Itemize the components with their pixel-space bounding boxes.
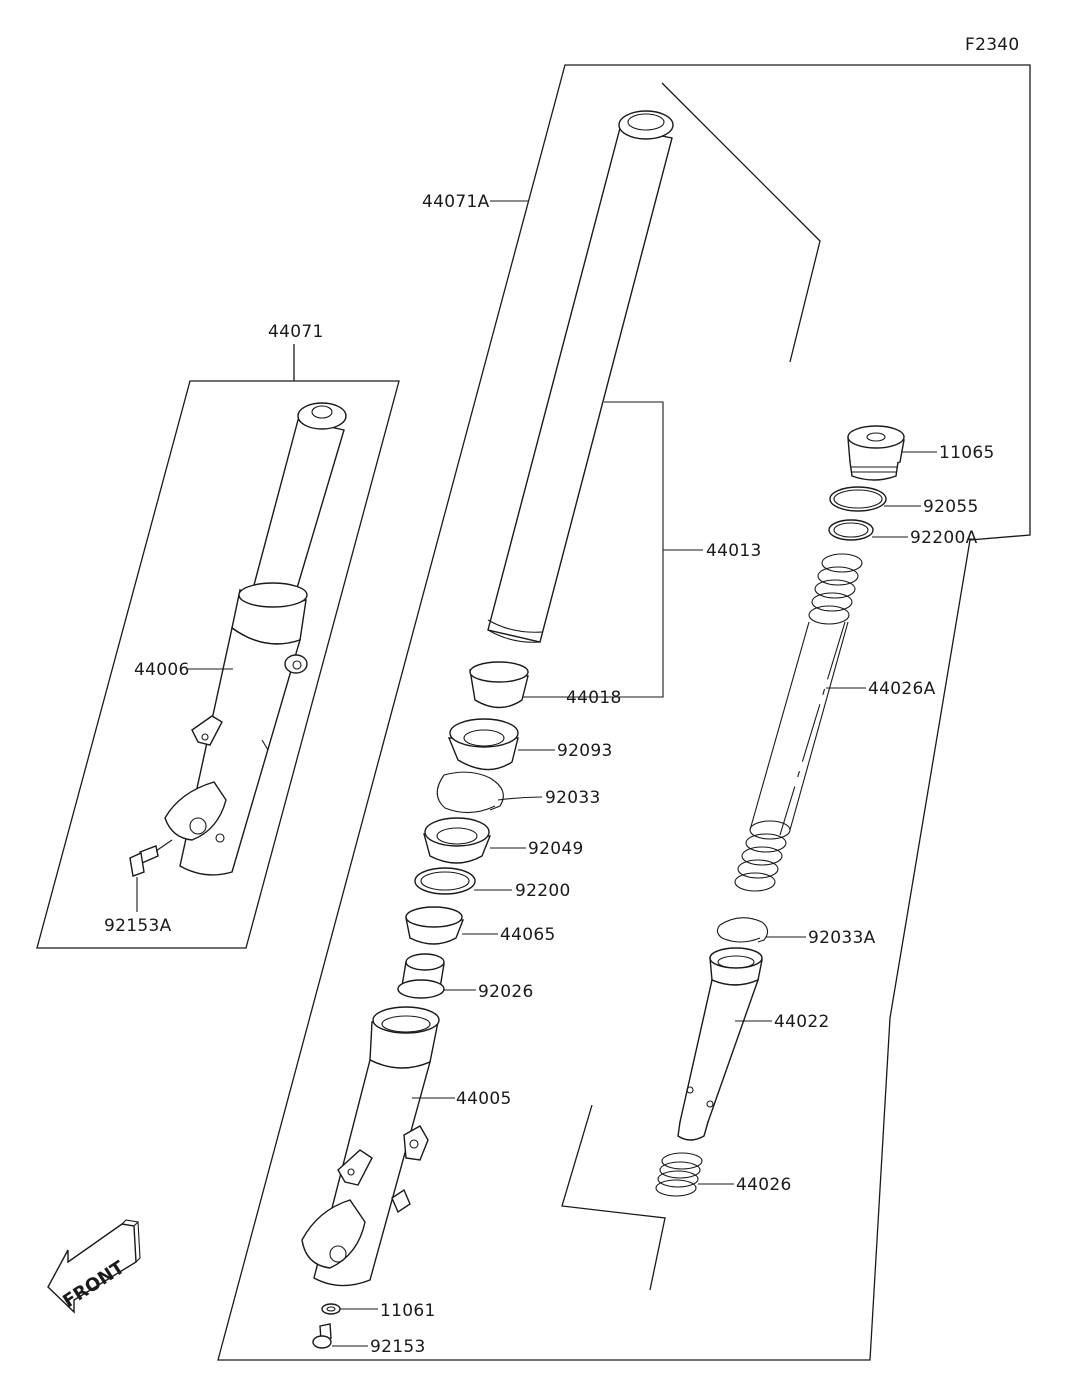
oil-seal-92049 <box>423 817 492 864</box>
label-11065: 11065 <box>939 443 995 463</box>
label-44018: 44018 <box>566 688 622 708</box>
circlip-92033A <box>716 917 769 943</box>
washer-92200 <box>414 867 476 895</box>
label-11061: 11061 <box>380 1301 436 1321</box>
label-44006: 44006 <box>134 660 190 680</box>
washer-11061 <box>321 1303 341 1315</box>
label-92055: 92055 <box>923 497 979 517</box>
label-92033A: 92033A <box>808 928 876 948</box>
fork-tube-44006 <box>164 402 347 876</box>
label-92200: 92200 <box>515 881 571 901</box>
label-92033: 92033 <box>545 788 601 808</box>
label-92153: 92153 <box>370 1337 426 1357</box>
assembly-44071A: 44071A <box>217 64 1031 1361</box>
bolt-92153A <box>129 839 173 877</box>
inner-tube-44013 <box>487 110 674 643</box>
seal-92093 <box>447 718 519 771</box>
label-92153A: 92153A <box>104 916 172 936</box>
assembly-44071-frame <box>36 380 400 949</box>
label-44013: 44013 <box>706 541 762 561</box>
piece-92026 <box>397 953 445 999</box>
main-frame-outline <box>217 64 1031 1361</box>
inner-frame-top <box>661 82 821 363</box>
label-44071A: 44071A <box>422 192 490 212</box>
label-44022: 44022 <box>774 1012 830 1032</box>
label-44005: 44005 <box>456 1089 512 1109</box>
label-92026: 92026 <box>478 982 534 1002</box>
assembly-44071: 44071 44006 92153A <box>36 322 400 949</box>
oring-92055 <box>829 486 887 512</box>
label-44065: 44065 <box>500 925 556 945</box>
label-92049: 92049 <box>528 839 584 859</box>
label-44026A: 44026A <box>868 679 936 699</box>
label-44026: 44026 <box>736 1175 792 1195</box>
figure-code: F2340 <box>965 35 1020 55</box>
cap-bolt-11065 <box>847 425 905 481</box>
bushing-44065 <box>405 906 465 945</box>
leader-92033 <box>497 796 543 801</box>
circlip-92033 <box>436 771 504 814</box>
washer-92200A <box>828 519 874 541</box>
spring-44026 <box>655 1152 703 1197</box>
bushing-44018 <box>469 661 529 709</box>
label-92093: 92093 <box>557 741 613 761</box>
inner-frame-bottom <box>561 1104 666 1291</box>
label-92200A: 92200A <box>910 528 978 548</box>
outer-tube-44005 <box>301 1006 440 1287</box>
bolt-92153 <box>312 1323 332 1349</box>
cylinder-44022 <box>677 947 763 1141</box>
label-44071: 44071 <box>268 322 324 342</box>
front-arrow: FRONT <box>47 1219 141 1314</box>
spring-44026A <box>734 553 863 892</box>
